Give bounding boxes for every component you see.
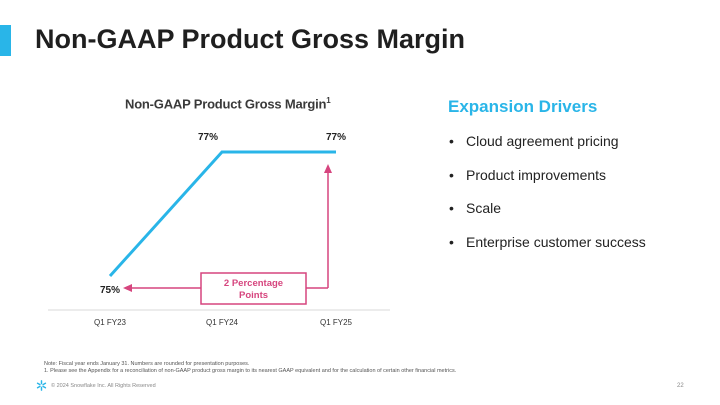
bullet: •: [449, 133, 454, 149]
bullet: •: [449, 200, 454, 216]
footnote-line: Note: Fiscal year ends January 31. Numbe…: [44, 361, 250, 367]
expansion-drivers-title: Expansion Drivers: [448, 97, 598, 116]
list-item-label: Product improvements: [466, 166, 607, 183]
annotation-bracket-path: [131, 172, 329, 289]
slide-title: Non-GAAP Product Gross Margin: [35, 24, 466, 54]
arrowhead-left: [123, 284, 132, 292]
x-tick-label: Q1 FY23: [94, 318, 127, 327]
title-accent-bar: [0, 25, 11, 56]
annotation-box: [200, 272, 307, 305]
list-item: • Enterprise customer success: [449, 234, 646, 268]
bullet: •: [449, 233, 454, 250]
series-line-gross-margin: [108, 150, 336, 278]
copyright-text: © 2024 Snowflake Inc. All Rights Reserve…: [51, 383, 156, 389]
footnote-line: 1. Please see the Appendix for a reconci…: [44, 368, 457, 374]
list-item-label: Scale: [466, 200, 502, 216]
list-item-label: Cloud agreement pricing: [466, 133, 619, 149]
chart-title-text: Non-GAAP Product Gross Margin: [125, 96, 327, 112]
list-item-label: Enterprise customer success: [466, 233, 646, 250]
footnote: Note: Fiscal year ends January 31. Numbe…: [44, 361, 456, 375]
data-label: 77%: [326, 132, 346, 143]
x-tick-label: Q1 FY24: [206, 318, 239, 327]
x-tick-label: Q1 FY25: [320, 318, 353, 327]
chart-title-footnote: 1: [326, 96, 331, 105]
list-item: • Product improvements: [449, 167, 646, 201]
chart-title: Non-GAAP Product Gross Margin1: [125, 96, 331, 111]
bullet: •: [449, 166, 454, 183]
expansion-drivers-list: • Cloud agreement pricing • Product improv…: [449, 133, 646, 267]
annotation-text-line1: 2 Percentage: [224, 278, 283, 289]
arrowhead-up: [324, 164, 332, 173]
list-item: • Cloud agreement pricing: [449, 133, 646, 167]
page-number: 22: [677, 383, 684, 389]
data-label: 75%: [100, 285, 120, 296]
list-item: • Scale: [449, 200, 646, 234]
snowflake-icon: [36, 380, 47, 391]
annotation-text-line2: Points: [239, 290, 268, 301]
data-label: 77%: [198, 132, 218, 143]
